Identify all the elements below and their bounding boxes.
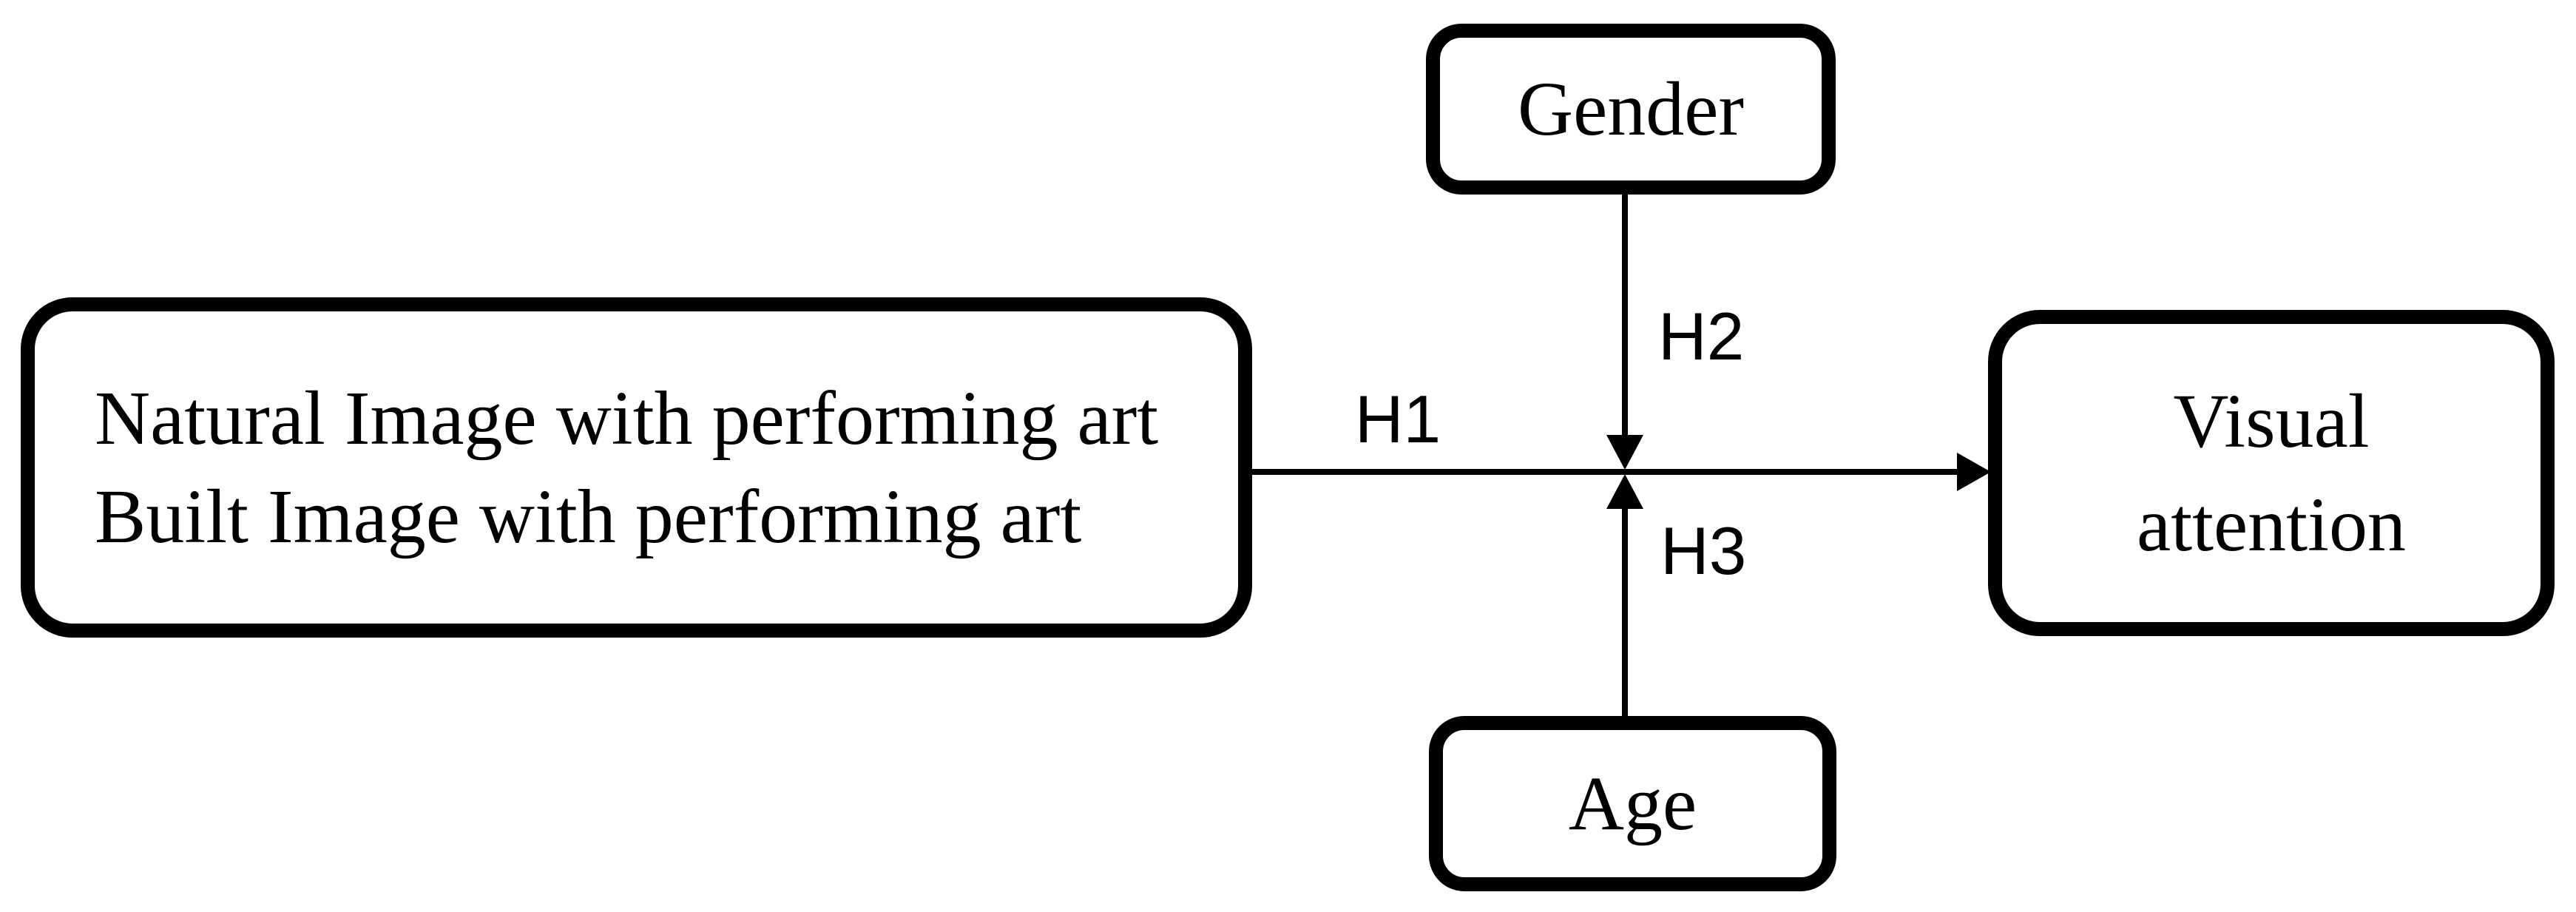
h2-arrowhead-down-icon [1606,435,1643,470]
gender-label: Gender [1517,67,1745,152]
visual-attention-line-2: attention [2137,482,2406,567]
h3-arrowhead-up-icon [1606,474,1643,509]
h1-label: H1 [1354,382,1441,457]
stimuli-line-2: Built Image with performing art [95,474,1082,559]
h1-arrowhead-right-icon [1957,453,1991,491]
h2-arrow-line [1622,191,1628,436]
h2-label: H2 [1658,300,1745,374]
gender-box: Gender [1426,24,1836,195]
visual-attention-box: Visual attention [1988,310,2555,636]
visual-attention-line-1: Visual [2173,378,2370,464]
age-box: Age [1429,716,1836,891]
stimuli-line-1: Natural Image with performing art [95,376,1159,461]
h3-arrow-line [1622,509,1628,719]
h1-arrow-line [1252,469,1958,475]
stimuli-box: Natural Image with performing art Built … [21,297,1252,638]
h3-label: H3 [1660,514,1747,589]
age-label: Age [1568,761,1697,846]
